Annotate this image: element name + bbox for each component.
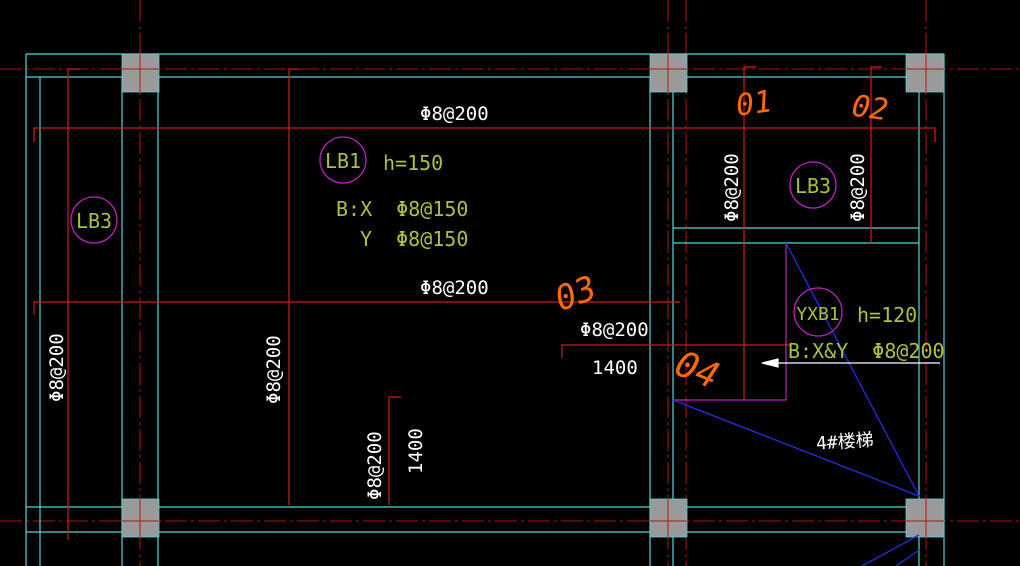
- lb1-height: h=150: [383, 151, 443, 175]
- dimension-1400-horizontal: 1400: [592, 357, 638, 379]
- handwritten-mark-04: 04: [669, 343, 725, 397]
- dimension-1400-vertical: 1400: [405, 428, 427, 474]
- rebar-lines: [33, 66, 936, 540]
- lb1-reinf-bx: B:X Φ8@150: [336, 197, 468, 221]
- rebar-label-mid-vertical: Φ8@200: [263, 335, 285, 404]
- yxb1-label: YXB1: [796, 304, 839, 325]
- handwritten-mark-02: 02: [850, 89, 891, 129]
- rebar-label-left-vertical: Φ8@200: [46, 333, 68, 402]
- stair-label: 4#楼梯: [815, 430, 874, 455]
- handwritten-mark-03: 03: [550, 268, 602, 320]
- yxb1-height: h=120: [857, 303, 917, 327]
- rebar-label-right-short: Φ8@200: [580, 319, 649, 341]
- columns: [121, 53, 945, 538]
- slab-circles: [70, 136, 843, 337]
- lb1-label: LB1: [325, 149, 361, 173]
- lb3-right-circle: [789, 161, 837, 209]
- lb3-right-label: LB3: [795, 174, 831, 198]
- lb1-reinf-y: Y Φ8@150: [360, 227, 468, 251]
- stair-outline: [673, 243, 787, 401]
- lb3-left-circle: [70, 196, 118, 244]
- rebar-label-lower-vertical: Φ8@200: [364, 431, 386, 500]
- rebar-label-right-panel-2: Φ8@200: [847, 153, 869, 222]
- leader-arrow: [761, 358, 940, 368]
- wall-outlines: [25, 53, 945, 566]
- yxb1-reinf: B:X&Y Φ8@200: [788, 339, 945, 363]
- yxb1-circle: [793, 287, 843, 337]
- lb1-circle: [319, 136, 367, 184]
- handwritten-mark-01: 01: [734, 84, 775, 124]
- column-bottom-right: [905, 498, 945, 538]
- rebar-label-top: Φ8@200: [420, 103, 489, 125]
- lb3-left-label: LB3: [76, 209, 112, 233]
- rebar-label-middle: Φ8@200: [420, 277, 489, 299]
- stair-lines: [672, 242, 920, 566]
- column-top-right: [905, 53, 945, 93]
- rebar-label-right-panel-1: Φ8@200: [721, 153, 743, 222]
